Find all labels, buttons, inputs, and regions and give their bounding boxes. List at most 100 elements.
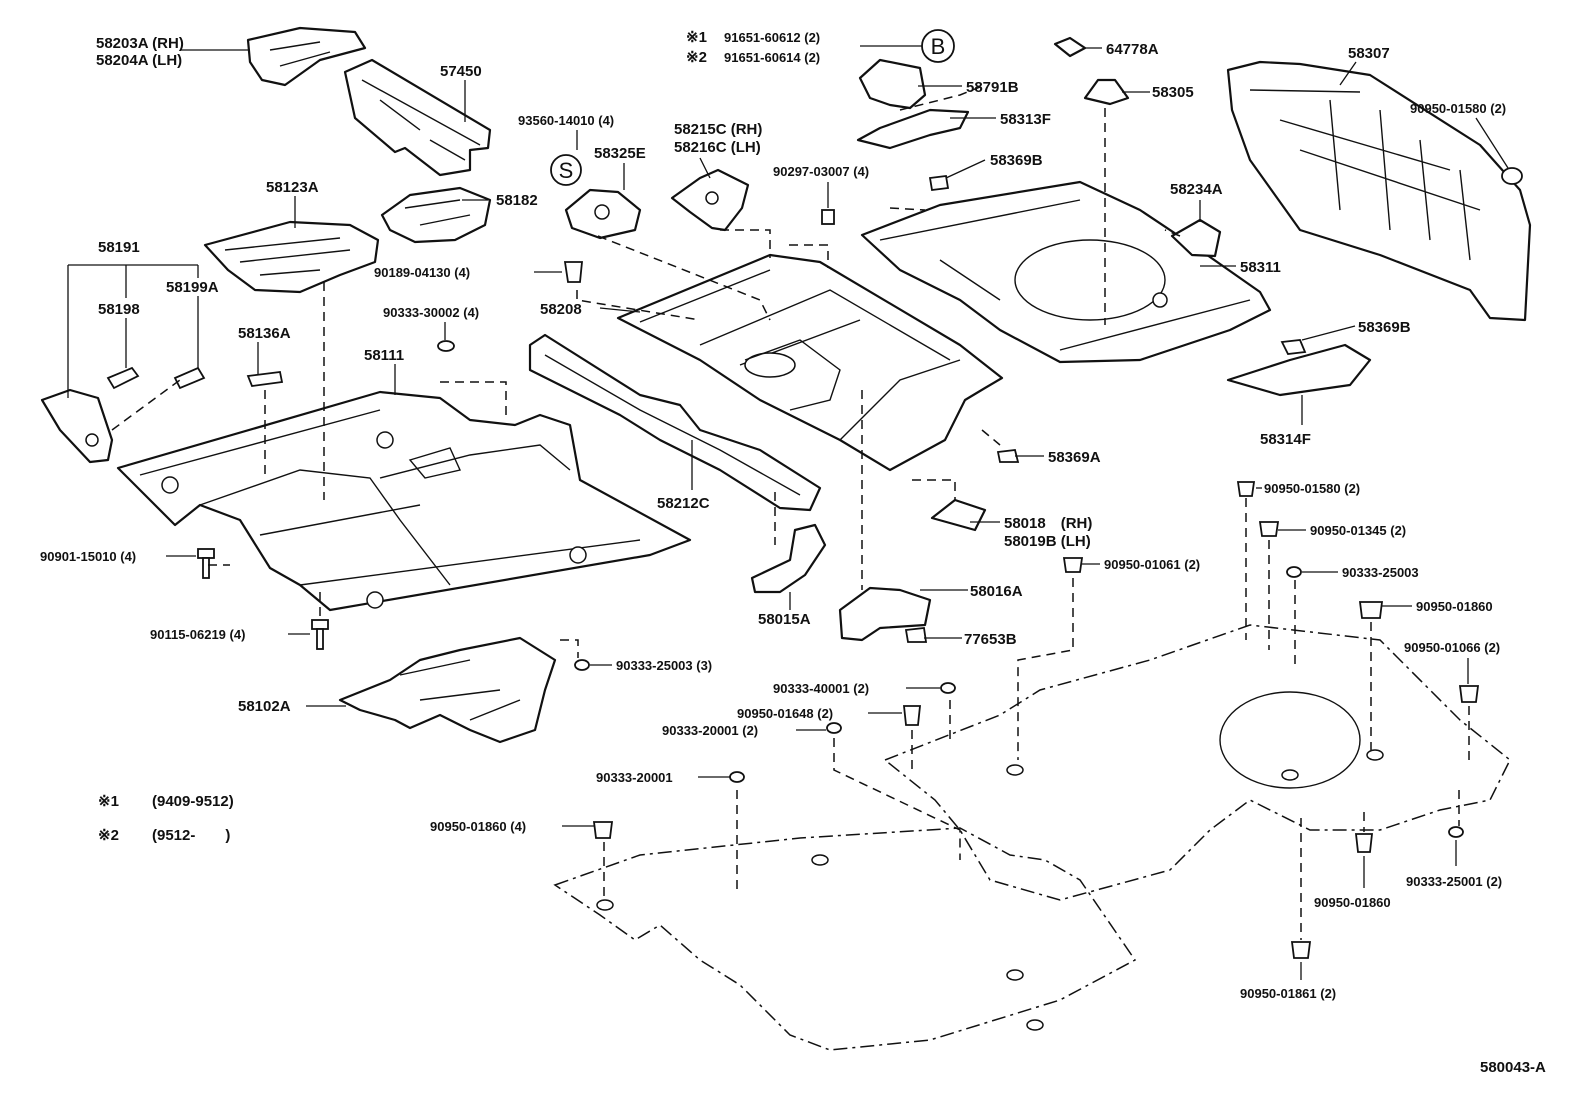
plug-90333-30002 bbox=[437, 340, 455, 352]
part-58307-shape bbox=[1226, 60, 1532, 322]
part-58313f-shape bbox=[856, 108, 970, 150]
label-90115-06219: 90115-06219 (4) bbox=[150, 627, 245, 642]
label-90333-40001: 90333-40001 (2) bbox=[773, 681, 869, 696]
label-90333-20001: 90333-20001 bbox=[596, 770, 673, 785]
label-90950-01860-a: 90950-01860 bbox=[1416, 599, 1493, 614]
symbol-b-label: B bbox=[931, 34, 946, 59]
label-90950-01061: 90950-01061 (2) bbox=[1104, 557, 1200, 572]
part-58791b-shape bbox=[858, 58, 927, 110]
fastener-90950-01860-a bbox=[1358, 601, 1384, 619]
label-90189-04130: 90189-04130 (4) bbox=[374, 265, 470, 280]
label-58018: 58018 (RH) bbox=[1004, 515, 1092, 532]
label-58791b: 58791B bbox=[966, 79, 1019, 96]
label-58136a: 58136A bbox=[238, 325, 291, 342]
label-58215c: 58215C (RH) bbox=[674, 121, 762, 138]
lower-rear-floor-outline bbox=[883, 624, 1511, 901]
part-58018-shape bbox=[930, 498, 987, 532]
part-58325e-shape bbox=[564, 188, 642, 240]
part-58198-shape bbox=[106, 366, 140, 390]
part-58311-shape bbox=[860, 180, 1272, 364]
legend-mark-1: ※1 bbox=[98, 793, 119, 810]
label-90950-01861: 90950-01861 (2) bbox=[1240, 986, 1336, 1001]
label-58208: 58208 bbox=[540, 301, 582, 318]
fastener-90950-01648 bbox=[903, 705, 921, 726]
part-58015a-shape bbox=[750, 523, 827, 594]
fastener-90950-01860-b bbox=[1354, 833, 1374, 853]
label-64778a: 64778A bbox=[1106, 41, 1159, 58]
diagram-code: 580043-A bbox=[1480, 1059, 1546, 1076]
label-57450: 57450 bbox=[440, 63, 482, 80]
part-58182-shape bbox=[380, 186, 492, 244]
label-58311: 58311 bbox=[1240, 259, 1281, 276]
fastener-90950-01580-lower bbox=[1236, 481, 1256, 497]
label-58203a: 58203A (RH) bbox=[96, 35, 184, 52]
label-58123a: 58123A bbox=[266, 179, 319, 196]
part-57450-shape bbox=[343, 58, 492, 177]
label-90333-25003-3: 90333-25003 (3) bbox=[616, 658, 712, 673]
label-58019b: 58019B (LH) bbox=[1004, 533, 1091, 550]
part-58314f-shape bbox=[1226, 343, 1372, 397]
label-90950-01580-upper: 90950-01580 (2) bbox=[1410, 101, 1506, 116]
part-58212c-shape bbox=[528, 333, 822, 512]
symbol-b-circle: B bbox=[921, 29, 955, 63]
label-58314f: 58314F bbox=[1260, 431, 1311, 448]
label-58016a: 58016A bbox=[970, 583, 1023, 600]
label-mark-1: ※1 bbox=[686, 29, 707, 46]
label-90333-25003: 90333-25003 bbox=[1342, 565, 1419, 580]
fastener-90950-01345 bbox=[1258, 521, 1280, 537]
part-58191-shape bbox=[40, 388, 114, 464]
bolt-90115-06219 bbox=[311, 619, 329, 650]
part-58111-shape bbox=[116, 390, 692, 612]
label-90950-01345: 90950-01345 (2) bbox=[1310, 523, 1406, 538]
part-58215c-shape bbox=[670, 168, 750, 232]
fastener-90333-25003-3 bbox=[574, 659, 590, 671]
label-90333-20001-2: 90333-20001 (2) bbox=[662, 723, 758, 738]
fastener-90950-01061 bbox=[1062, 557, 1084, 573]
label-58212c: 58212C bbox=[657, 495, 710, 512]
clip-58369b-upper bbox=[928, 174, 950, 192]
label-58216c: 58216C (LH) bbox=[674, 139, 761, 156]
label-58111: 58111 bbox=[364, 347, 404, 364]
label-58199a: 58199A bbox=[166, 279, 219, 296]
legend-range-1: (9409-9512) bbox=[152, 793, 234, 810]
part-58199a-shape bbox=[173, 366, 206, 390]
part-58203a-shape bbox=[246, 26, 367, 87]
legend-range-2: (9512- ) bbox=[152, 827, 230, 844]
label-58198: 58198 bbox=[98, 301, 140, 318]
label-90901-15010: 90901-15010 (4) bbox=[40, 549, 136, 564]
label-58369b-upper: 58369B bbox=[990, 152, 1043, 169]
assembly-lines bbox=[111, 84, 1470, 940]
symbol-s-circle: S bbox=[550, 154, 582, 186]
label-58234a: 58234A bbox=[1170, 181, 1223, 198]
label-58305: 58305 bbox=[1152, 84, 1194, 101]
fastener-90950-01861 bbox=[1290, 941, 1312, 959]
label-58369a: 58369A bbox=[1048, 449, 1101, 466]
plug-90950-01580-upper bbox=[1501, 167, 1523, 185]
label-91651-60614: 91651-60614 (2) bbox=[724, 50, 820, 65]
part-58123a-shape bbox=[203, 220, 380, 294]
label-77653b: 77653B bbox=[964, 631, 1017, 648]
label-90333-25001: 90333-25001 (2) bbox=[1406, 874, 1502, 889]
part-58102a-shape bbox=[338, 636, 557, 744]
fastener-90333-25001 bbox=[1448, 826, 1464, 838]
clip-90189-04130 bbox=[563, 261, 583, 283]
label-90950-01648: 90950-01648 (2) bbox=[737, 706, 833, 721]
part-58016a-shape bbox=[838, 586, 932, 642]
symbol-s-label: S bbox=[559, 158, 574, 183]
part-58208-shape bbox=[616, 253, 1004, 472]
lower-front-floor-outline bbox=[553, 827, 1137, 1051]
part-58234a-shape bbox=[1170, 218, 1222, 258]
bolt-90901-15010 bbox=[197, 548, 215, 579]
label-90950-01860-4: 90950-01860 (4) bbox=[430, 819, 526, 834]
label-58015a: 58015A bbox=[758, 611, 811, 628]
legend-mark-2: ※2 bbox=[98, 827, 119, 844]
part-labels: 58203A (RH) 58204A (LH) 57450 58123A 581… bbox=[40, 29, 1506, 1001]
fastener-90333-20001-2 bbox=[826, 722, 842, 734]
legend: ※1 (9409-9512) ※2 (9512- ) bbox=[98, 793, 234, 844]
fastener-90333-40001 bbox=[940, 682, 956, 694]
part-58136a-shape bbox=[246, 371, 284, 387]
label-58182: 58182 bbox=[496, 192, 538, 209]
leader-lines bbox=[67, 45, 1509, 980]
